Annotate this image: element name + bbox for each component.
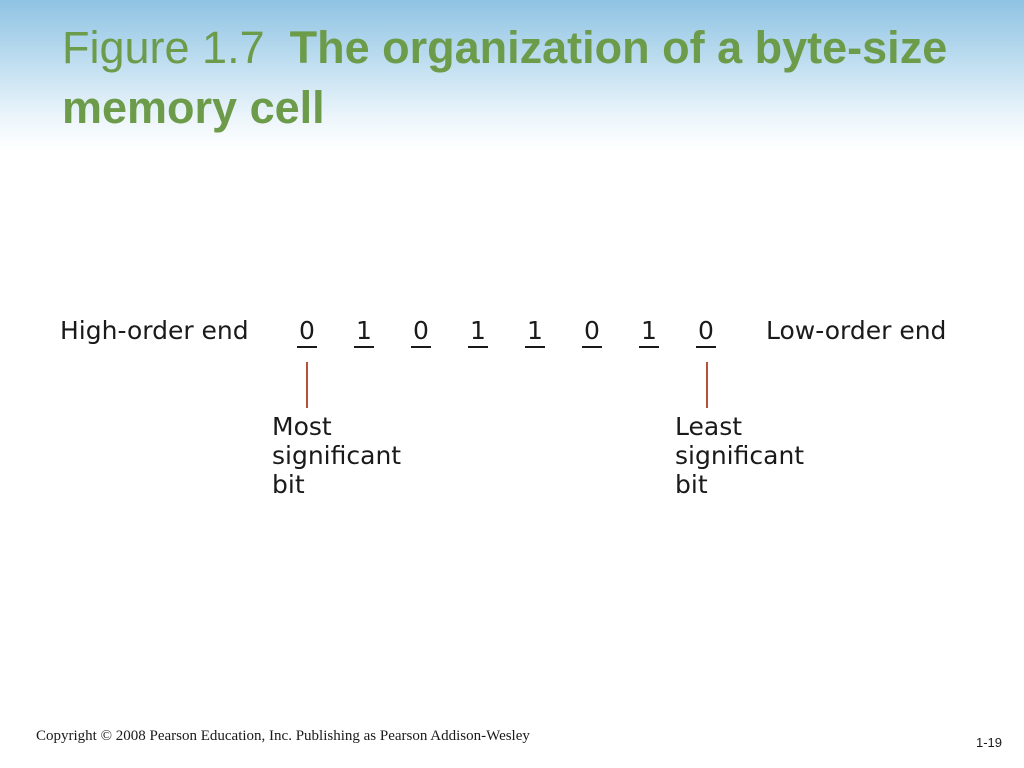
bit-underline	[696, 346, 716, 348]
bit-2: 0	[413, 316, 429, 345]
copyright-notice: Copyright © 2008 Pearson Education, Inc.…	[36, 728, 530, 744]
slide-title: Figure 1.7 The organization of a byte-si…	[62, 18, 962, 138]
bit-underline	[525, 346, 545, 348]
least-significant-bit-caption: Least significant bit	[675, 412, 805, 499]
page-number: 1-19	[976, 735, 1003, 750]
figure-caption: The organization of a byte-size memory c…	[62, 22, 948, 133]
figure-number: Figure 1.7	[62, 22, 265, 73]
low-order-end-label: Low-order end	[766, 316, 947, 345]
bit-underline	[411, 346, 431, 348]
most-significant-bit-caption: Most significant bit	[272, 412, 402, 499]
bit-7: 0	[698, 316, 714, 345]
bit-1: 1	[356, 316, 372, 345]
msb-pointer-line	[306, 362, 308, 408]
bit-6: 1	[641, 316, 657, 345]
bit-underline	[297, 346, 317, 348]
header-gradient-band	[0, 0, 1024, 150]
bit-0: 0	[299, 316, 315, 345]
bit-underline	[582, 346, 602, 348]
high-order-end-label: High-order end	[60, 316, 249, 345]
bit-4: 1	[527, 316, 543, 345]
bit-5: 0	[584, 316, 600, 345]
lsb-pointer-line	[706, 362, 708, 408]
bit-underline	[354, 346, 374, 348]
bit-3: 1	[470, 316, 486, 345]
bit-underline	[468, 346, 488, 348]
bit-underline	[639, 346, 659, 348]
